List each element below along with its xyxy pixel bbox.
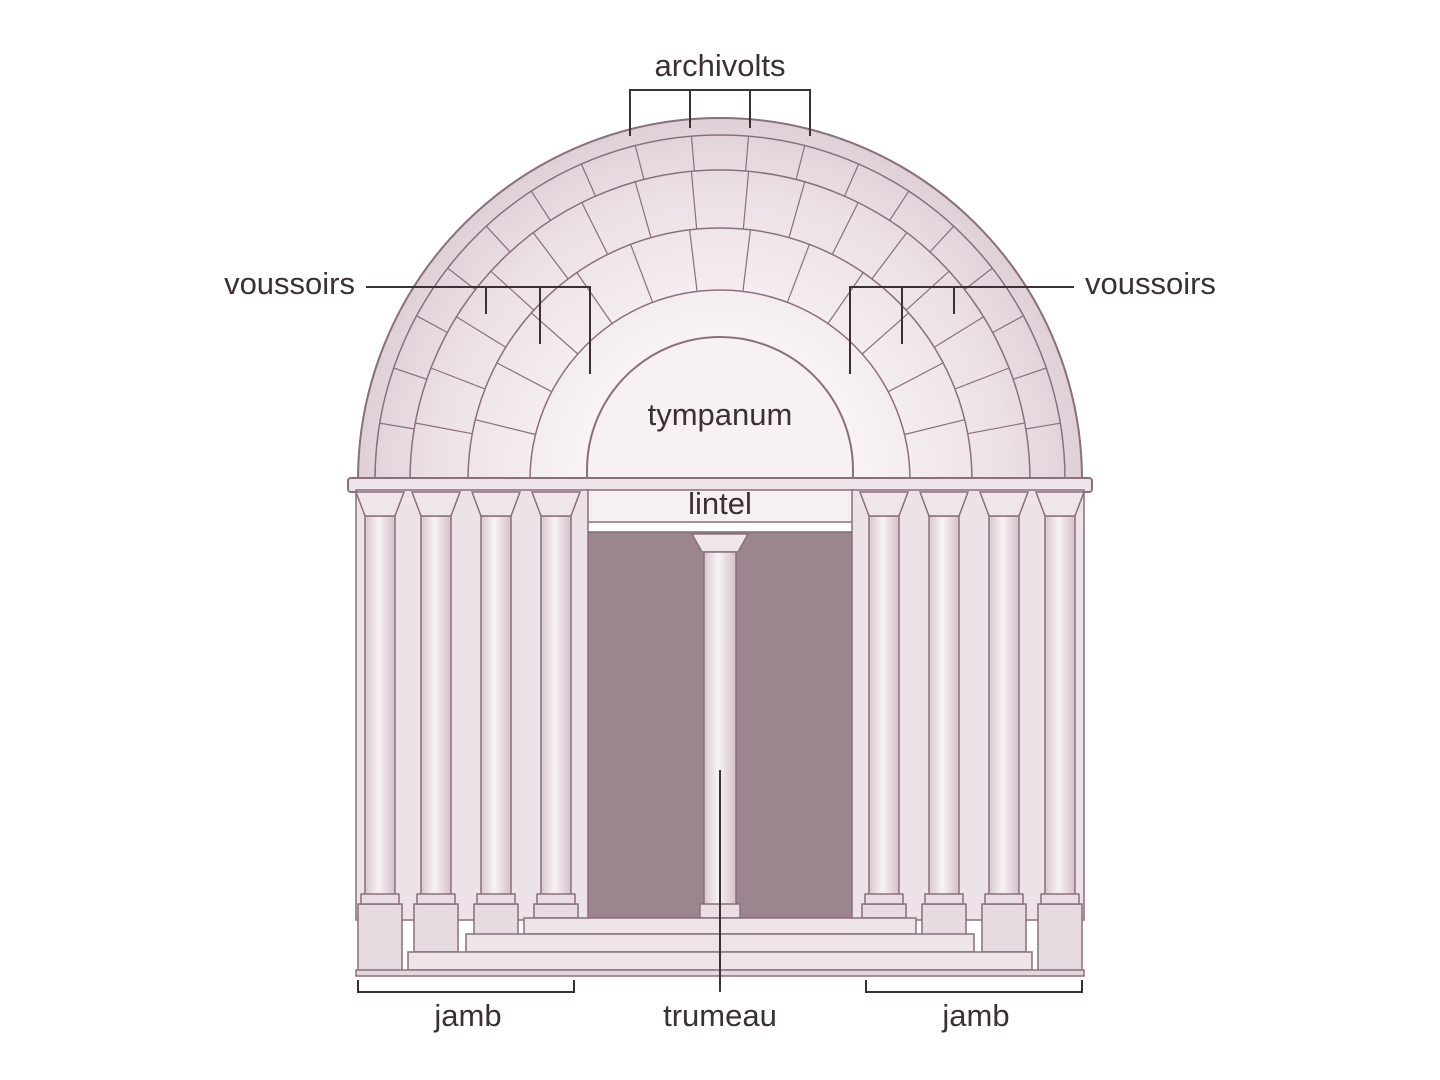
archivolt-outer: [356, 117, 1084, 481]
leader-lines: [357, 89, 1083, 993]
jamb-column: [354, 491, 406, 975]
voussoir-joint: [430, 367, 486, 390]
voussoirs-right-leader: [849, 286, 1074, 374]
voussoir-joint: [689, 229, 698, 292]
archivolt-ring-3: [409, 169, 1031, 481]
jamb-left-bracket: [357, 980, 575, 993]
voussoir-joint: [795, 145, 806, 180]
label-archivolts: archivolts: [655, 48, 786, 83]
voussoir-joint: [576, 272, 613, 324]
voussoir-joint: [929, 225, 955, 253]
voussoir-joint: [690, 136, 695, 172]
voussoir-joint: [630, 244, 654, 303]
voussoir-joint: [933, 316, 984, 348]
jamb-columns: [354, 491, 1086, 975]
label-trumeau: trumeau: [663, 998, 777, 1033]
voussoir-joint: [634, 145, 645, 180]
voussoir-joint: [1025, 422, 1061, 430]
voussoir-joint: [861, 312, 909, 355]
voussoir-joint: [967, 422, 1025, 435]
voussoir-joint: [904, 419, 965, 436]
voussoir-joint: [887, 362, 944, 393]
jamb-right-bracket: [865, 980, 1083, 993]
voussoir-joint: [415, 422, 473, 435]
voussoir-joint: [475, 419, 536, 436]
voussoir-joint: [496, 362, 553, 393]
jamb-column: [470, 491, 522, 953]
voussoir-joint: [742, 171, 750, 230]
voussoir-joint: [393, 367, 427, 380]
voussoir-joint: [530, 190, 551, 221]
jamb-column: [410, 491, 462, 953]
voussoir-joint: [532, 232, 569, 280]
voussoir-joint: [954, 367, 1010, 390]
voussoir-joint: [905, 270, 950, 311]
label-voussoirs-left: voussoirs: [224, 266, 355, 301]
voussoir-joint: [1013, 367, 1047, 380]
label-voussoirs-right: voussoirs: [1085, 266, 1216, 301]
archivolt-ring-4: [467, 227, 973, 481]
voussoir-joint: [831, 202, 859, 255]
voussoir-joint: [871, 232, 908, 280]
impost: [347, 477, 1093, 523]
voussoir-joint: [745, 136, 750, 172]
voussoir-joint: [788, 181, 806, 238]
voussoir-joint: [456, 316, 507, 348]
label-tympanum: tympanum: [648, 397, 793, 432]
voussoir-joint: [634, 181, 652, 238]
arch: [356, 117, 1084, 483]
voussoir-joint: [843, 163, 860, 197]
labels: archivolts voussoirs voussoirs tympanum …: [224, 48, 1216, 1033]
voussoir-joint: [889, 190, 910, 221]
voussoir-joint: [690, 171, 698, 230]
voussoir-joint: [742, 229, 751, 292]
voussoir-joint: [485, 225, 511, 253]
jamb-column: [978, 491, 1030, 953]
voussoir-joint: [416, 315, 448, 334]
voussoir-joint: [581, 202, 609, 255]
tympanum-shape: [586, 336, 854, 483]
jamb-column: [530, 491, 582, 919]
voussoir-joint: [992, 315, 1024, 334]
archivolts-bracket: [629, 89, 811, 136]
voussoirs-left-leader: [366, 286, 591, 374]
jamb-column: [918, 491, 970, 953]
voussoir-joint: [580, 163, 597, 197]
label-jamb-right: jamb: [941, 998, 1009, 1033]
voussoir-joint: [827, 272, 864, 324]
voussoir-joint: [786, 244, 810, 303]
lintel-block: [585, 489, 855, 523]
voussoir-joint: [490, 270, 535, 311]
label-lintel: lintel: [688, 486, 752, 521]
label-jamb-left: jamb: [433, 998, 501, 1033]
voussoir-joint: [379, 422, 415, 430]
jamb-column: [858, 491, 910, 919]
archivolt-ring-2: [374, 134, 1066, 481]
jamb-column: [1034, 491, 1086, 975]
